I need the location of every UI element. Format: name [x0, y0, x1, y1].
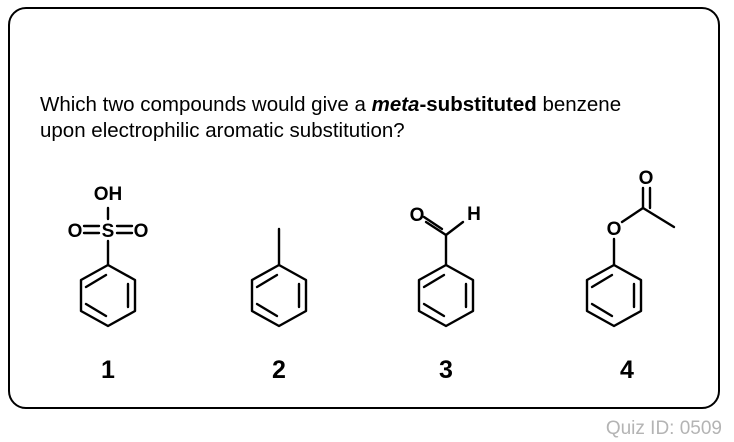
question-part1: Which two compounds would give a — [40, 93, 372, 116]
compound-2-structure — [250, 227, 308, 328]
compound-3-structure — [417, 215, 475, 328]
question-emph-bold: -substituted — [419, 93, 537, 116]
question-part2: benzene — [536, 93, 622, 116]
compound-1-o-left-label: O — [68, 221, 83, 242]
compound-2-benzene-ring — [250, 263, 308, 328]
compound-1-benzene-ring — [79, 263, 137, 328]
compound-4-c-o-double-bond — [641, 186, 652, 210]
compound-3-h-label: H — [467, 204, 481, 225]
compound-3-ring-double-bonds — [422, 273, 468, 318]
compound-4-structure — [585, 186, 676, 328]
question-line2: upon electrophilic aromatic substitution… — [40, 119, 405, 142]
compound-1-s-o-left-double-bond — [82, 224, 101, 235]
compound-2-number: 2 — [272, 356, 286, 384]
compound-3-c-o-double-bond — [422, 215, 448, 237]
compound-1-s-label: S — [102, 221, 115, 242]
compound-4-o-carbonyl-bond — [620, 206, 645, 224]
compound-4-ring-double-bonds — [590, 273, 636, 318]
compound-4-benzene-ring — [585, 263, 643, 328]
compound-3-number: 3 — [439, 356, 453, 384]
question-text: Which two compounds would give a meta-su… — [40, 92, 700, 144]
compound-4-o-carbonyl-label: O — [639, 168, 654, 189]
question-emph-italic: meta — [371, 93, 420, 116]
compound-1-oh-label: OH — [94, 184, 123, 205]
compound-4-o-ester-label: O — [607, 219, 622, 240]
compound-1-ring-double-bonds — [84, 273, 130, 318]
compound-1-s-o-right-double-bond — [115, 224, 134, 235]
compound-4-methyl-bond — [641, 206, 676, 229]
compound-3-o-label: O — [410, 205, 425, 226]
compound-1-structure — [79, 206, 137, 328]
compound-3-c-h-bond — [444, 220, 465, 237]
compound-1-o-right-label: O — [134, 221, 149, 242]
compound-4-number: 4 — [620, 356, 634, 384]
compound-1-number: 1 — [101, 356, 115, 384]
quiz-card — [8, 7, 720, 409]
compound-3-benzene-ring — [417, 263, 475, 328]
quiz-id-label: Quiz ID: 0509 — [605, 418, 722, 439]
compound-2-ring-double-bonds — [255, 273, 301, 318]
